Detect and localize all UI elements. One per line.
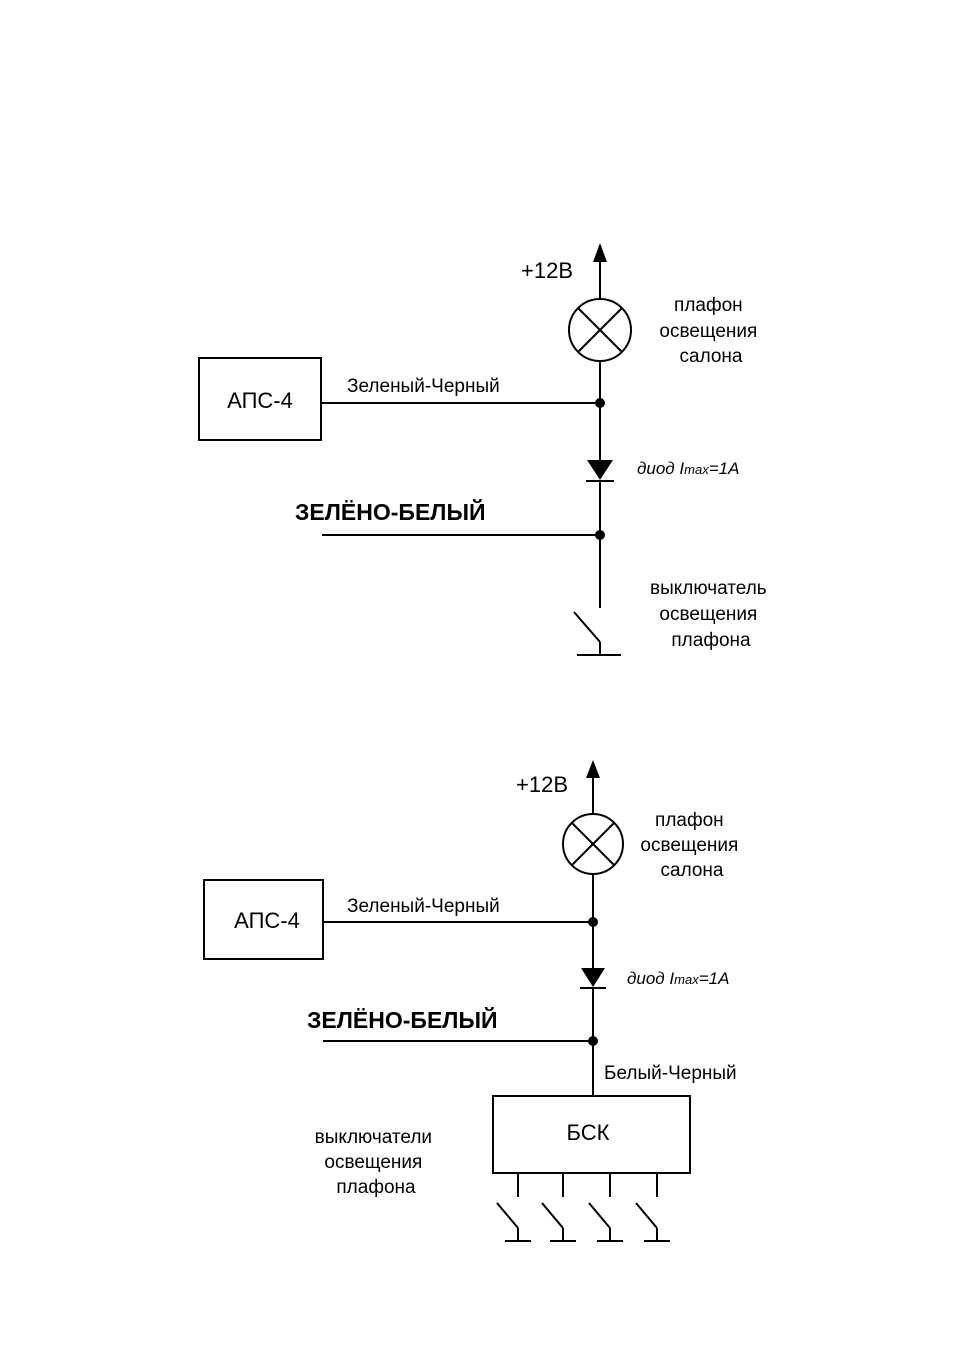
supply-arrow-1 [593, 243, 607, 262]
green-black-label-2: Зеленый-Черный [347, 896, 500, 917]
aps4-label-2: АПС-4 [234, 908, 300, 933]
supply-label-1: +12B [521, 258, 573, 283]
aps4-label-1: АПС-4 [227, 388, 293, 413]
lamp-label-2: плафон освещения салона [640, 810, 743, 881]
bsk-label-2: БСК [567, 1120, 610, 1145]
switch-1 [574, 612, 621, 655]
diagram-2: +12B плафон освещения салона АПС-4 Зелен… [204, 760, 744, 1241]
diode-1 [586, 460, 614, 481]
diode-2 [580, 968, 606, 988]
green-white-label-1: ЗЕЛЁНО-БЕЛЫЙ [295, 498, 486, 525]
green-black-label-1: Зеленый-Черный [347, 376, 500, 397]
switch-2c [589, 1173, 623, 1241]
supply-label-2: +12B [516, 772, 568, 797]
switches-label-2: выключатели освещения плафона [315, 1127, 438, 1198]
junction-2b [588, 1036, 598, 1046]
lamp-1 [569, 299, 631, 361]
lamp-label-1: плафон освещения салона [659, 295, 762, 367]
switch-2d [636, 1173, 670, 1241]
switch-label-1: выключатель освещения плафона [650, 578, 772, 651]
lamp-2 [563, 814, 623, 874]
junction-1b [595, 530, 605, 540]
switch-2b [542, 1173, 576, 1241]
diode-label-2: диод Imax=1A [627, 969, 729, 988]
junction-1a [595, 398, 605, 408]
white-black-label-2: Белый-Черный [604, 1063, 737, 1084]
green-white-label-2: ЗЕЛЁНО-БЕЛЫЙ [307, 1006, 498, 1033]
diode-label-1: диод Imax=1A [637, 459, 739, 478]
junction-2a [588, 917, 598, 927]
diagram-1: +12B плафон освещения салона АПС-4 Зелен… [199, 243, 772, 655]
switch-2a [497, 1173, 531, 1241]
supply-arrow-2 [586, 760, 600, 778]
